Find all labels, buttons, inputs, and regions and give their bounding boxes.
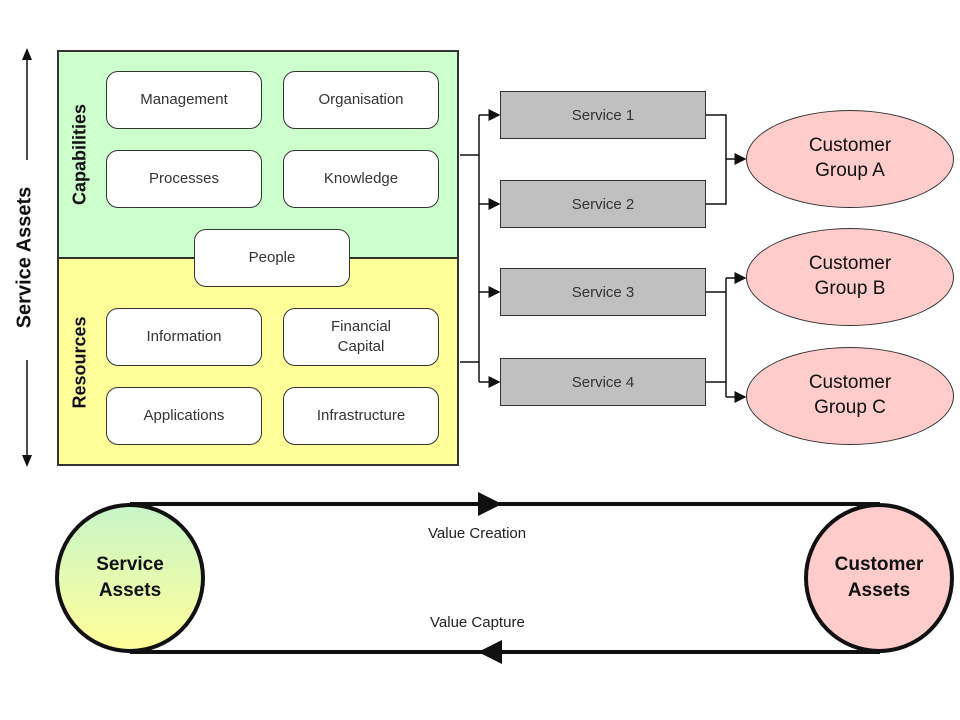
capability-knowledge: Knowledge xyxy=(283,150,439,208)
shared-people: People xyxy=(194,229,350,287)
resources-label: Resources xyxy=(69,316,90,409)
value-capture-arrowhead xyxy=(478,640,502,664)
capability-processes: Processes xyxy=(106,150,262,208)
resource-applications: Applications xyxy=(106,387,262,445)
customer-group-b: Customer Group B xyxy=(746,228,954,326)
capabilities-label: Capabilities xyxy=(69,103,90,206)
service-1: Service 1 xyxy=(500,91,706,139)
customer-group-a: Customer Group A xyxy=(746,110,954,208)
service-4: Service 4 xyxy=(500,358,706,406)
resource-information: Information xyxy=(106,308,262,366)
customer-assets-node: Customer Assets xyxy=(804,503,954,653)
resource-financial-capital: Financial Capital xyxy=(283,308,439,366)
services-to-groups-connector xyxy=(706,114,747,403)
panel-to-services-connector xyxy=(460,109,501,388)
value-creation-arrowhead xyxy=(478,492,502,516)
value-creation-label: Value Creation xyxy=(428,525,527,542)
value-cycle-loop xyxy=(130,492,880,664)
value-capture-label: Value Capture xyxy=(430,614,525,631)
customer-group-c: Customer Group C xyxy=(746,347,954,445)
service-assets-node: Service Assets xyxy=(55,503,205,653)
side-axis-label: Service Assets xyxy=(13,186,36,329)
resource-infrastructure: Infrastructure xyxy=(283,387,439,445)
side-axis-arrow xyxy=(22,48,32,467)
service-2: Service 2 xyxy=(500,180,706,228)
service-3: Service 3 xyxy=(500,268,706,316)
capability-organisation: Organisation xyxy=(283,71,439,129)
capability-management: Management xyxy=(106,71,262,129)
